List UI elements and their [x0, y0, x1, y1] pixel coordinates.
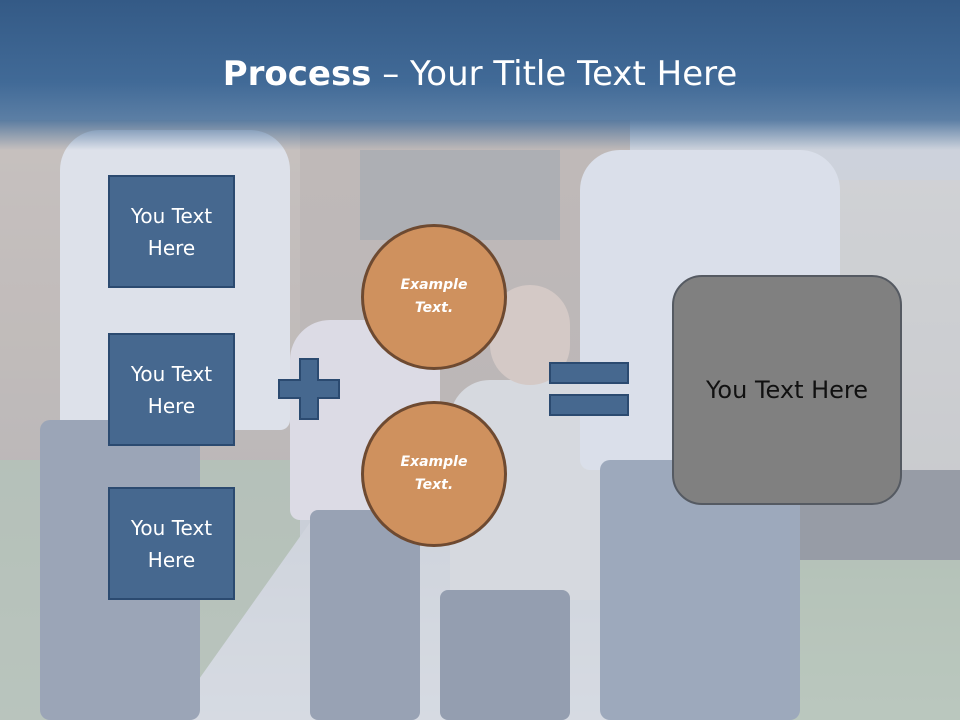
input-box-2[interactable]: You Text Here: [108, 333, 235, 446]
title-rest: – Your Title Text Here: [371, 54, 738, 94]
example-circle-1[interactable]: Example Text.: [361, 224, 507, 370]
plus-icon[interactable]: [278, 358, 340, 420]
example-circle-2-text: Example Text.: [400, 454, 468, 493]
input-box-1[interactable]: You Text Here: [108, 175, 235, 288]
result-box-text: You Text Here: [705, 376, 869, 404]
title-band: [0, 0, 960, 150]
input-box-1-text: You Text Here: [130, 203, 213, 260]
title-strong: Process: [222, 54, 372, 94]
result-box[interactable]: You Text Here: [672, 275, 902, 505]
slide-title[interactable]: Process – Your Title Text Here: [0, 52, 960, 96]
equals-icon[interactable]: [549, 362, 629, 416]
input-box-3-text: You Text Here: [130, 515, 213, 572]
example-circle-1-text: Example Text.: [400, 277, 468, 316]
example-circle-2[interactable]: Example Text.: [361, 401, 507, 547]
input-box-3[interactable]: You Text Here: [108, 487, 235, 600]
input-box-2-text: You Text Here: [130, 361, 213, 418]
